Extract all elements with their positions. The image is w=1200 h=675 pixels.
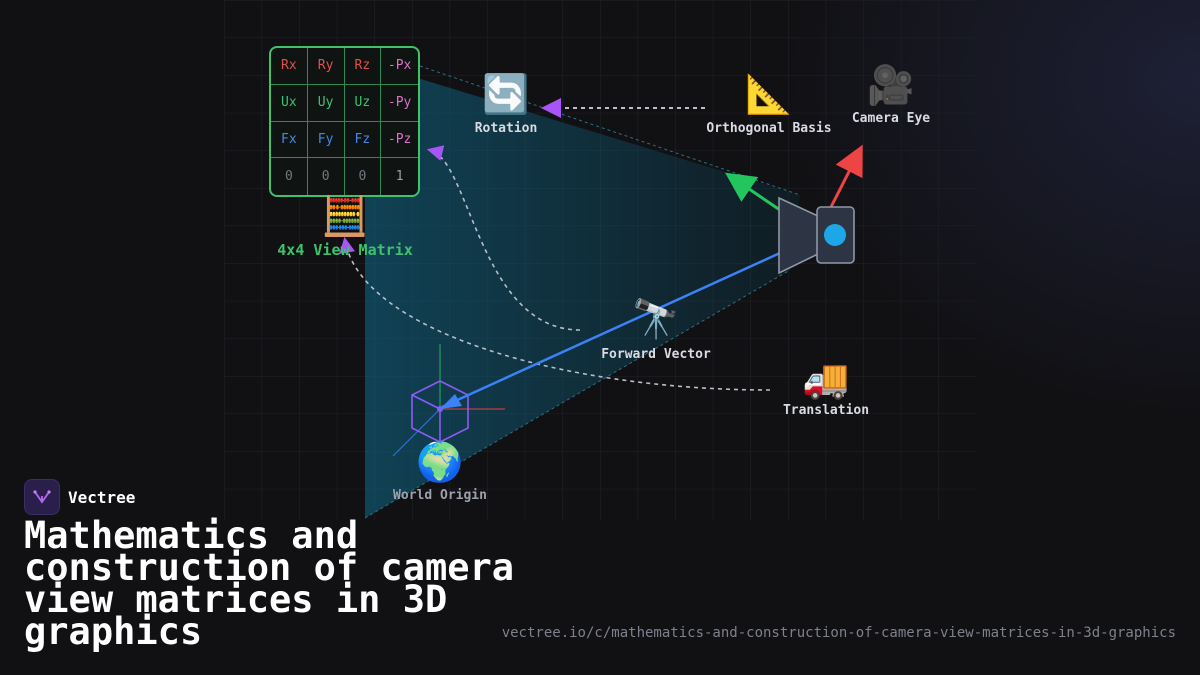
triangular-ruler-icon: 📐: [745, 72, 793, 116]
connector-translation-to-matrix: [339, 236, 771, 391]
world-forward-axis: [392, 408, 441, 457]
matrix-cell: -Pz: [381, 122, 418, 159]
matrix-cell: Fy: [307, 121, 345, 159]
world-origin-label: World Origin: [393, 488, 487, 503]
matrix-cell: -Py: [381, 85, 418, 122]
frustum-edge-top: [419, 65, 801, 196]
vectree-logo-icon: [24, 479, 60, 515]
delivery-truck-icon: 🚚: [802, 357, 850, 401]
abacus-icon: 🧮: [321, 194, 369, 238]
matrix-cell: 0: [271, 158, 308, 195]
forward-vector-line: [441, 251, 781, 409]
page-title: Mathematics and construction of camera v…: [24, 514, 515, 653]
matrix-cell: Ux: [271, 84, 308, 122]
view-frustum: [365, 62, 800, 518]
connector-rotation-to-matrix: [426, 145, 581, 331]
frustum-edge-bottom: [364, 269, 791, 519]
rotation-label: Rotation: [474, 121, 538, 136]
matrix-title: 4x4 View Matrix: [277, 241, 413, 259]
camera-lens: [824, 224, 846, 246]
translation-label: Translation: [782, 403, 870, 418]
matrix-cell: Rz: [344, 48, 382, 85]
matrix-cell: Uz: [344, 84, 382, 122]
rotation-arrows-icon: 🔄: [482, 72, 530, 116]
matrix-cell: 1: [395, 169, 404, 185]
brand-name: Vectree: [68, 487, 136, 507]
matrix-cell: Fx: [271, 121, 308, 159]
matrix-cell: 0: [345, 158, 382, 195]
matrix-cell: 0: [308, 158, 345, 195]
camera-right-axis: [829, 144, 863, 208]
globe-icon: 🌍: [416, 440, 464, 484]
telescope-icon: 🔭: [632, 297, 680, 341]
orthogonal-basis-label: Orthogonal Basis: [706, 121, 832, 136]
matrix-cell: Rx: [271, 48, 308, 85]
matrix-cell: -Px: [381, 48, 418, 85]
camera-eye-label: Camera Eye: [851, 111, 931, 126]
forward-vector-head: [440, 394, 462, 409]
page-url: vectree.io/c/mathematics-and-constructio…: [501, 625, 1176, 641]
brand: Vectree: [24, 479, 135, 515]
matrix-cell: Fz: [344, 121, 382, 159]
movie-camera-icon: 🎥: [867, 63, 915, 107]
matrix-cell: Ry: [307, 48, 345, 85]
camera-up-axis: [725, 172, 781, 212]
matrix-cell: Uy: [307, 84, 345, 122]
forward-vector-label: Forward Vector: [601, 347, 711, 362]
